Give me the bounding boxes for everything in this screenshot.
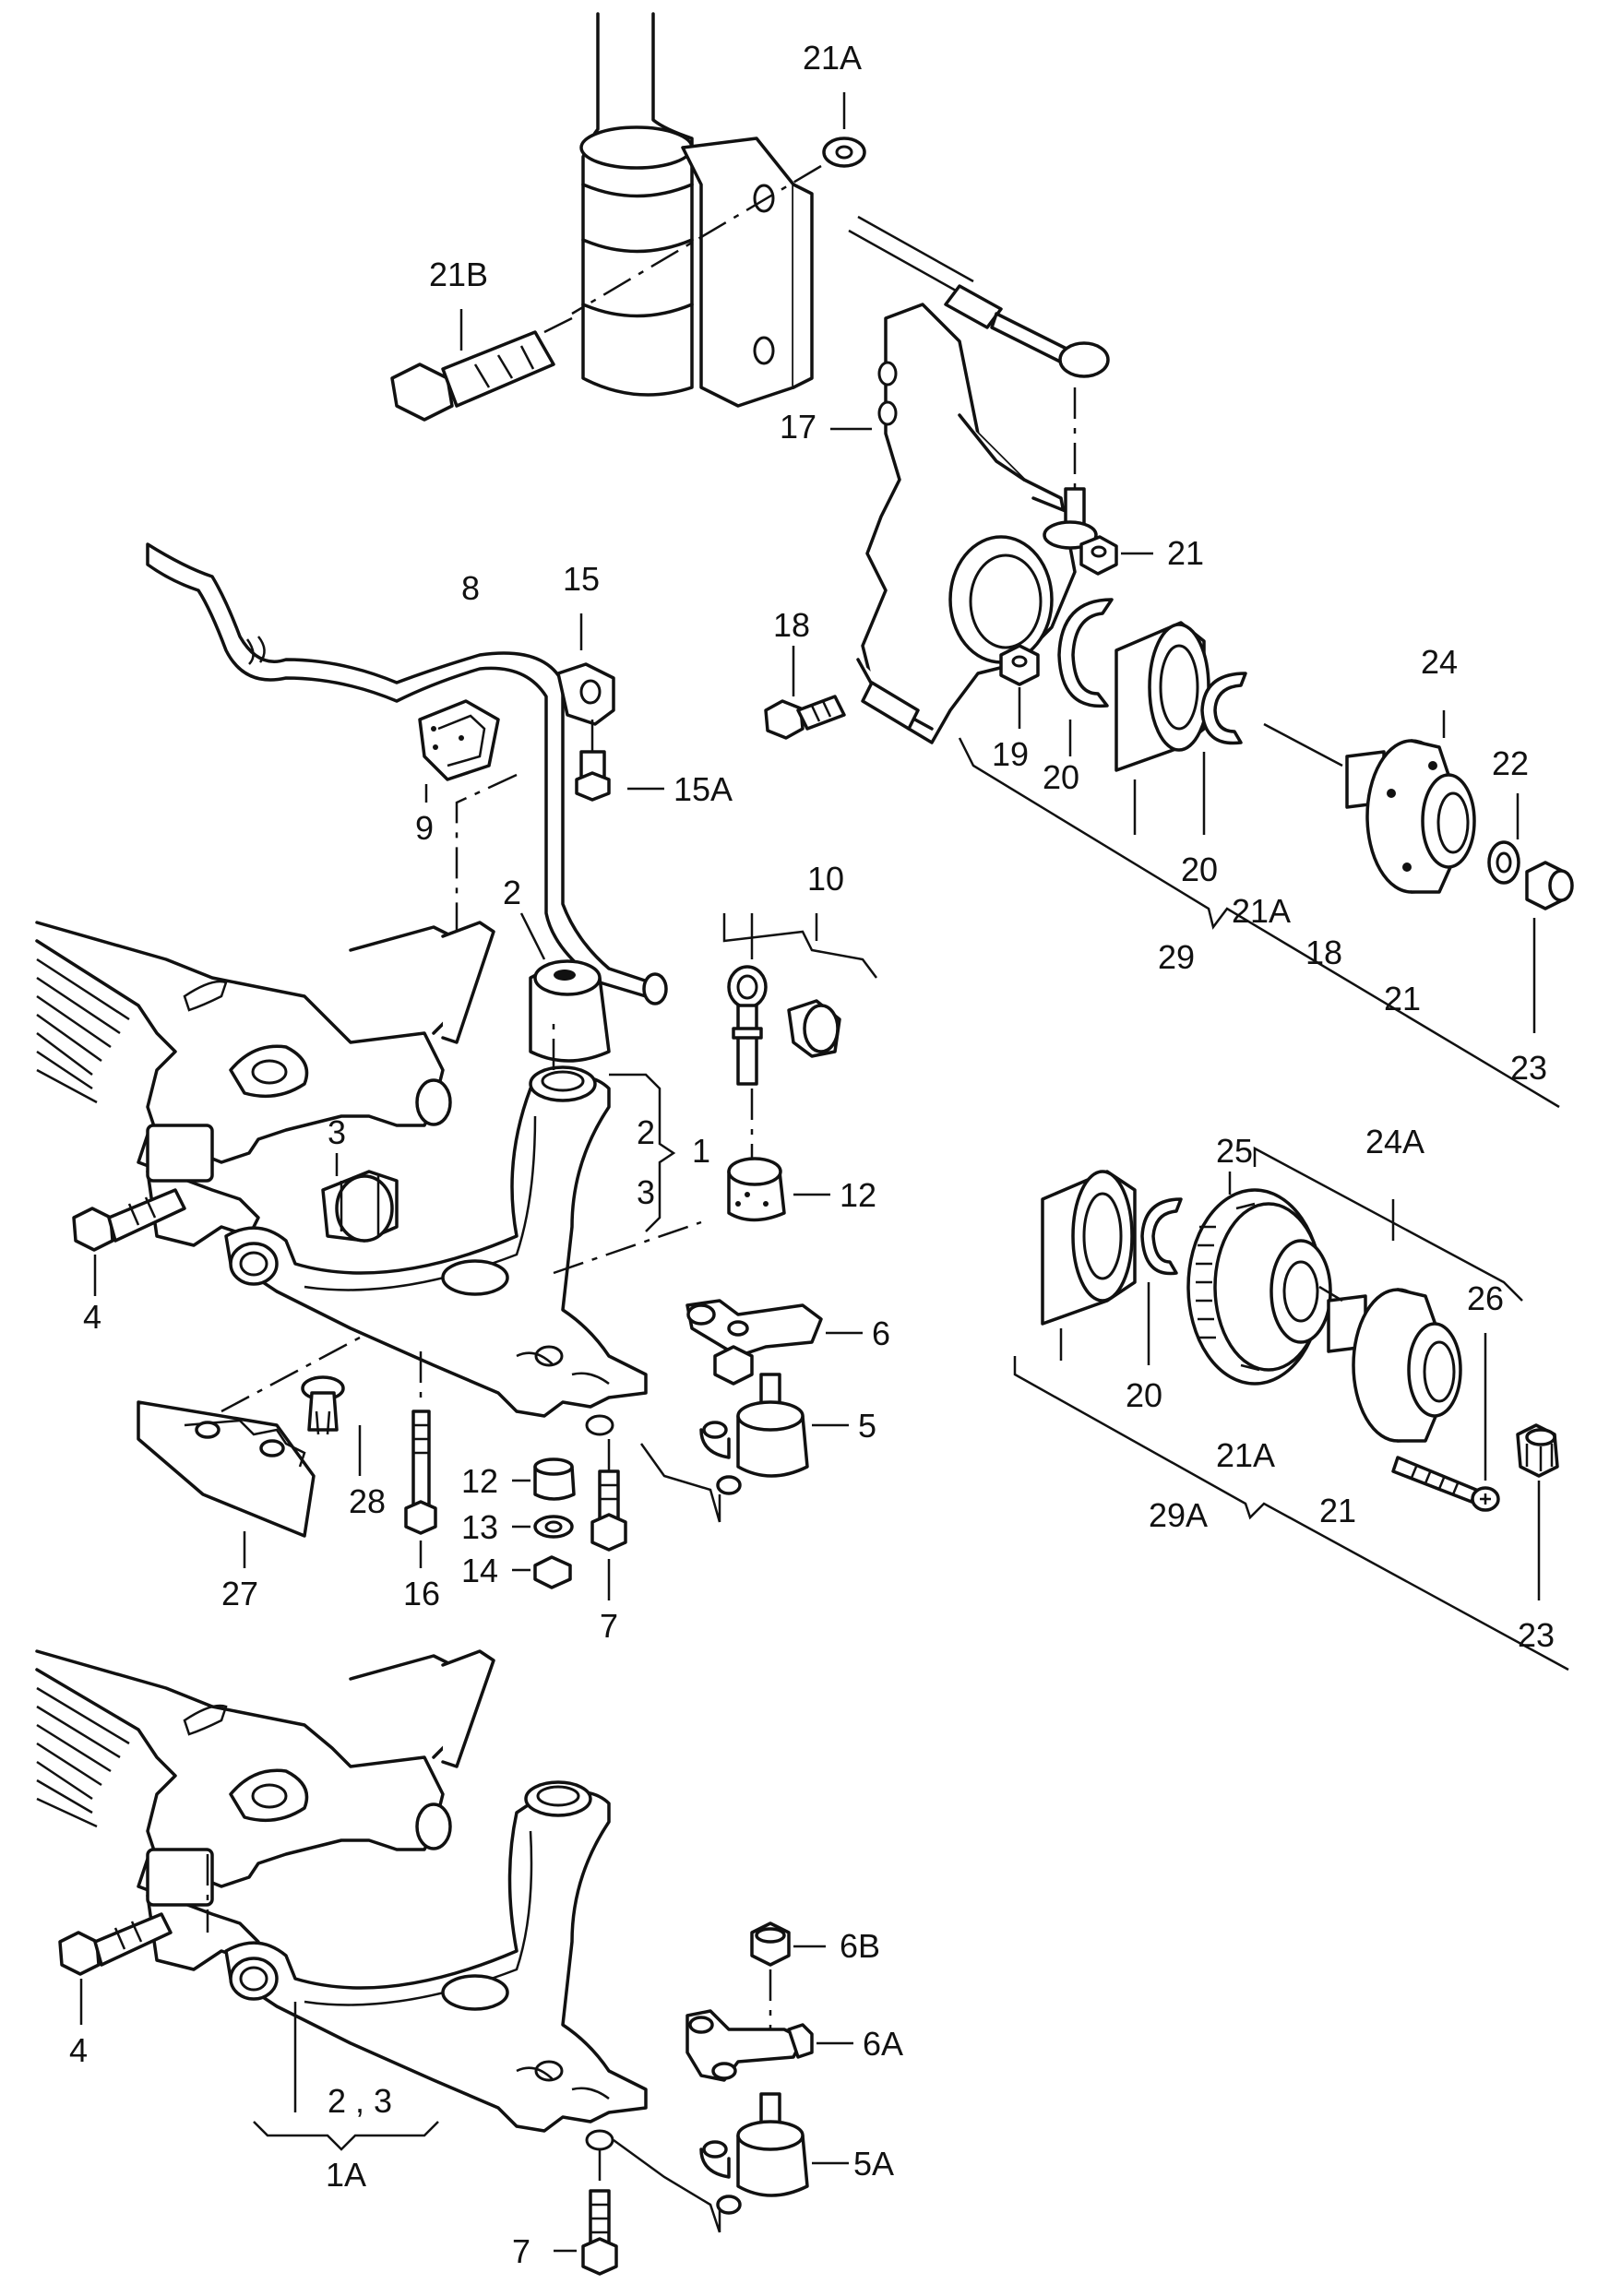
circlip-20-c <box>1140 1197 1183 1276</box>
label-27: 27 <box>221 1575 258 1612</box>
ball-joint-bracket-6 <box>685 1299 823 1386</box>
label-6A: 6A <box>863 2025 903 2063</box>
clamp-9 <box>418 699 500 781</box>
bolt-7-upper <box>590 1469 627 1552</box>
label-21B: 21B <box>429 256 488 293</box>
label-20-b: 20 <box>1181 851 1218 888</box>
tie-rod <box>848 215 1110 550</box>
label-15A: 15A <box>673 770 733 808</box>
label-15: 15 <box>563 560 600 598</box>
rubber-bushing-12-lower <box>533 1457 576 1501</box>
label-10: 10 <box>807 860 844 898</box>
coupling-link-10 <box>722 913 877 1086</box>
label-21A-top: 21A <box>803 39 862 77</box>
label-12-a: 12 <box>840 1176 876 1214</box>
label-29: 29 <box>1158 938 1195 976</box>
label-18: 18 <box>773 606 810 644</box>
bolt-15A <box>575 750 611 802</box>
label-7-lower: 7 <box>512 2232 530 2270</box>
steering-knuckle <box>856 303 1091 744</box>
bushing-2 <box>529 959 611 1063</box>
label-24A: 24A <box>1365 1123 1424 1160</box>
ball-joint-5A <box>699 2092 809 2215</box>
label-5A: 5A <box>853 2145 894 2183</box>
bushing-3 <box>321 1170 399 1243</box>
label-14: 14 <box>461 1552 498 1589</box>
label-6: 6 <box>872 1315 890 1352</box>
label-19: 19 <box>992 735 1029 773</box>
screw-26 <box>1391 1456 1500 1512</box>
nut-23-b <box>1516 1423 1559 1478</box>
bolt-18 <box>764 695 846 740</box>
control-arm-upper <box>224 1065 648 1436</box>
bolt-7-lower <box>581 2189 618 2276</box>
nut-21 <box>1079 535 1118 576</box>
label-12-b: 12 <box>461 1462 498 1500</box>
label-23-a: 23 <box>1510 1049 1547 1087</box>
label-1: 1 <box>692 1132 710 1170</box>
wheel-hub-24A <box>1327 1288 1462 1443</box>
label-28: 28 <box>349 1482 386 1520</box>
label-2-bushing: 2 <box>503 874 521 911</box>
nut-19 <box>999 644 1040 686</box>
bolt-4-upper <box>72 1188 186 1252</box>
guard-27 <box>137 1400 316 1538</box>
circlip-20-b <box>1200 672 1247 745</box>
bracket-6A <box>685 2009 814 2082</box>
bolt-16 <box>404 1410 437 1535</box>
stabilizer-bar <box>146 542 668 1005</box>
wheel-bearing-b <box>1041 1170 1137 1326</box>
bolt-4-lower <box>58 1912 173 1976</box>
label-21A-group: 21A <box>1232 892 1291 930</box>
label-3-brace: 3 <box>637 1173 655 1211</box>
nut-6B <box>750 1921 791 1967</box>
shock-strut <box>579 12 814 408</box>
label-22: 22 <box>1492 744 1529 782</box>
label-21-knuckle-nut: 21 <box>1167 534 1204 572</box>
label-9: 9 <box>415 809 434 847</box>
wheel-hub-24 <box>1345 739 1476 894</box>
bracket-15 <box>556 662 615 726</box>
label-5: 5 <box>858 1407 876 1445</box>
label-17: 17 <box>780 408 816 446</box>
label-20-c: 20 <box>1126 1376 1162 1414</box>
label-23-b: 23 <box>1518 1616 1555 1654</box>
label-21A-lower-group: 21A <box>1216 1436 1275 1474</box>
label-26: 26 <box>1467 1279 1504 1317</box>
label-20-a: 20 <box>1043 758 1079 796</box>
label-4-lower: 4 <box>69 2031 88 2069</box>
circlip-20-a <box>1057 598 1114 708</box>
wheel-bearing <box>1114 621 1210 772</box>
label-29A: 29A <box>1149 1496 1208 1534</box>
ball-joint-5 <box>699 1373 809 1495</box>
nut-14 <box>533 1555 572 1589</box>
subframe-upper <box>35 921 495 1247</box>
rubber-bushing-12 <box>727 1157 786 1222</box>
label-1A: 1A <box>326 2156 366 2194</box>
label-21-lower-group: 21 <box>1319 1492 1356 1529</box>
label-8: 8 <box>461 569 480 607</box>
label-21-group: 21 <box>1384 980 1421 1017</box>
control-arm-lower <box>224 1780 648 2151</box>
abs-hub-25 <box>1186 1188 1332 1386</box>
clip-28 <box>301 1375 345 1435</box>
label-2-brace: 2 <box>637 1113 655 1151</box>
nut-23-a <box>1525 861 1574 910</box>
washer-22 <box>1487 840 1520 885</box>
strut-bolt-21B <box>390 316 573 422</box>
washer-13 <box>533 1515 574 1539</box>
strut-nut-21A <box>822 137 866 168</box>
label-6B: 6B <box>840 1927 880 1965</box>
label-13: 13 <box>461 1508 498 1546</box>
label-18-group: 18 <box>1305 934 1342 971</box>
label-24: 24 <box>1421 643 1458 681</box>
label-4-upper: 4 <box>83 1298 101 1336</box>
label-2-3-lower: 2 , 3 <box>328 2082 392 2120</box>
label-7-upper: 7 <box>600 1607 618 1645</box>
label-25: 25 <box>1216 1132 1253 1170</box>
subframe-lower <box>35 1649 495 1971</box>
label-3-bushing: 3 <box>328 1113 346 1151</box>
label-16: 16 <box>403 1575 440 1612</box>
